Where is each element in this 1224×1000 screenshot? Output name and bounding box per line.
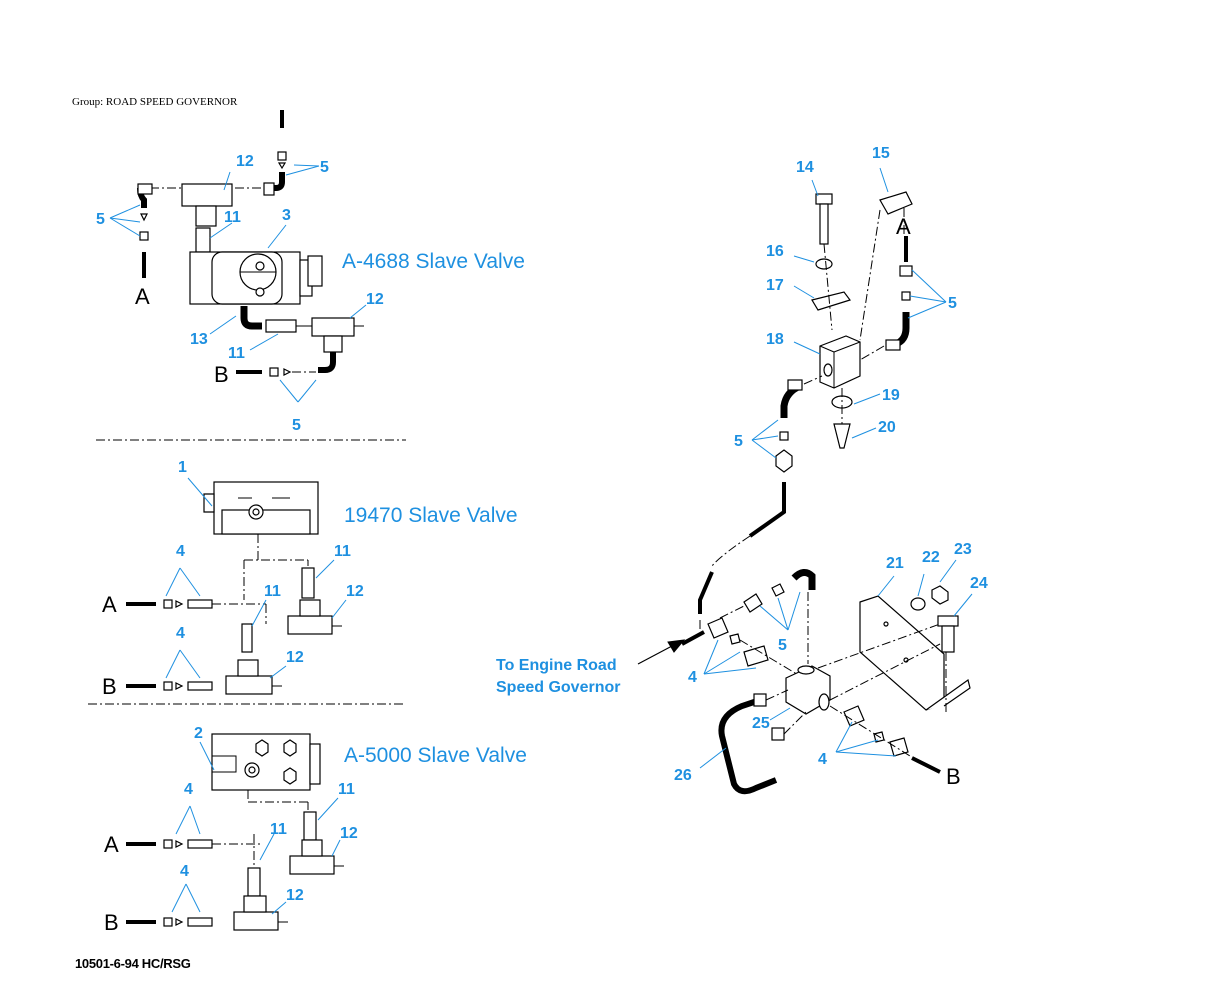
callout-16: 16: [766, 243, 784, 260]
fitting-15: [879, 191, 913, 215]
callout-5: 5: [292, 417, 301, 434]
callout-18: 18: [766, 331, 784, 348]
hose-26: [718, 697, 778, 795]
callout-13: 13: [190, 331, 208, 348]
label-a-2: A: [102, 592, 117, 617]
title-19470: 19470 Slave Valve: [344, 504, 518, 527]
label-b-2: B: [102, 674, 117, 699]
connector-11-a: [195, 227, 211, 253]
title-a4688: A-4688 Slave Valve: [342, 250, 525, 273]
callout-4: 4: [176, 625, 185, 642]
callout-11: 11: [264, 583, 281, 600]
section-19470: [126, 477, 347, 695]
callout-4: 4: [688, 669, 697, 686]
elbow-upper: [270, 172, 285, 191]
figure-code: 10501-6-94 HC/RSG: [75, 956, 191, 971]
callout-5: 5: [96, 211, 105, 228]
label-a-1: A: [135, 284, 150, 309]
label-b-1: B: [214, 362, 229, 387]
title-a5000: A-5000 Slave Valve: [344, 744, 527, 767]
callout-26: 26: [674, 767, 692, 784]
callout-25: 25: [752, 715, 770, 732]
callout-21: 21: [886, 555, 904, 572]
bracket-21: [859, 595, 945, 711]
right-assembly: [637, 167, 973, 795]
callout-11: 11: [224, 209, 241, 226]
callout-17: 17: [766, 277, 784, 294]
callout-4: 4: [818, 751, 827, 768]
group-title: Group: ROAD SPEED GOVERNOR: [72, 96, 238, 108]
bolt-14: [815, 193, 833, 205]
callout-4: 4: [184, 781, 193, 798]
section-a4688: [109, 110, 367, 403]
label-a-right: A: [896, 214, 911, 239]
connector-11-b: [265, 319, 297, 333]
nut-23: [931, 585, 949, 605]
callout-22: 22: [922, 549, 940, 566]
bracket-17: [811, 291, 851, 311]
callout-23: 23: [954, 541, 972, 558]
callout-12: 12: [366, 291, 384, 308]
callout-5: 5: [948, 295, 957, 312]
fitting-nut: [277, 151, 287, 161]
tee-lower: [311, 317, 355, 337]
callout-12: 12: [236, 153, 254, 170]
callout-12: 12: [286, 649, 304, 666]
callout-11: 11: [338, 781, 355, 798]
callout-20: 20: [878, 419, 896, 436]
callout-24: 24: [970, 575, 988, 592]
callout-1: 1: [178, 459, 187, 476]
callout-12: 12: [340, 825, 358, 842]
bolt-24: [937, 615, 959, 627]
callout-11: 11: [334, 543, 351, 560]
section-a5000: [126, 733, 344, 931]
washer-16: [815, 258, 833, 270]
callout-3: 3: [282, 207, 291, 224]
engine-label-line1: To Engine Road: [496, 657, 617, 674]
plug-20: [833, 423, 851, 449]
label-b-right: B: [946, 764, 961, 789]
washer-22: [910, 597, 926, 611]
callout-15: 15: [872, 145, 890, 162]
callout-12: 12: [346, 583, 364, 600]
tee-upper-leg: [195, 205, 217, 227]
callout-14: 14: [796, 159, 814, 176]
callout-4: 4: [176, 543, 185, 560]
callout-19: 19: [882, 387, 900, 404]
callout-12: 12: [286, 887, 304, 904]
callout-5: 5: [320, 159, 329, 176]
label-b-3: B: [104, 910, 119, 935]
callout-11: 11: [270, 821, 287, 838]
callout-11: 11: [228, 345, 245, 362]
fitting-sleeve: [277, 162, 287, 170]
callout-4: 4: [180, 863, 189, 880]
label-a-3: A: [104, 832, 119, 857]
engine-label-line2: Speed Governor: [496, 679, 620, 696]
callout-5: 5: [734, 433, 743, 450]
callout-2: 2: [194, 725, 203, 742]
elbow-thread: [263, 182, 275, 196]
callout-5: 5: [778, 637, 787, 654]
elbow-13: [240, 306, 262, 330]
